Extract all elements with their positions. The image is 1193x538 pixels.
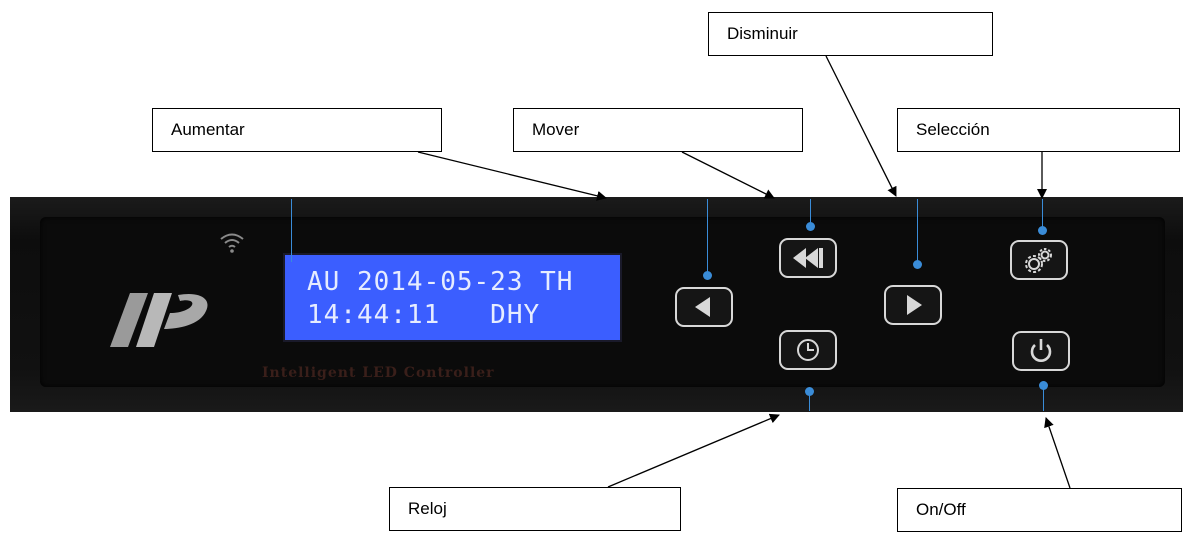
- leader-line-seleccion: [1042, 199, 1043, 230]
- label-reloj: Reloj: [389, 487, 681, 531]
- triangle-right-icon: [907, 295, 922, 315]
- arrow-aumentar: [417, 151, 607, 201]
- label-disminuir: Disminuir: [708, 12, 993, 56]
- arrow-mover: [681, 151, 775, 199]
- leader-dot-left: [703, 271, 712, 280]
- wifi-icon: [220, 233, 244, 253]
- leader-line-disminuir: [917, 199, 918, 263]
- label-seleccion: Selección: [897, 108, 1180, 152]
- triangle-left-icon: [695, 297, 710, 317]
- label-onoff: On/Off: [897, 488, 1182, 532]
- lcd-display: AU 2014-05-23 TH 14:44:11 DHY: [285, 255, 620, 340]
- label-mover: Mover: [513, 108, 803, 152]
- lcd-line-2: 14:44:11 DHY: [307, 300, 541, 330]
- leader-line-reloj: [809, 393, 810, 411]
- lcd-line-1: AU 2014-05-23 TH: [307, 267, 574, 297]
- leader-dot-seleccion: [1038, 226, 1047, 235]
- clock-icon: [797, 339, 819, 361]
- leader-dot-reloj: [805, 387, 814, 396]
- arrow-reloj: [607, 413, 780, 488]
- leader-dot-onoff: [1039, 381, 1048, 390]
- label-aumentar: Aumentar: [152, 108, 442, 152]
- leader-line-aumentar: [291, 199, 292, 262]
- gears-icon: [1025, 248, 1052, 273]
- leader-dot-mover: [806, 222, 815, 231]
- settings-button[interactable]: [1010, 240, 1068, 280]
- right-button[interactable]: [884, 285, 942, 325]
- brand-text: Intelligent LED Controller: [262, 365, 495, 381]
- leader-line-onoff: [1043, 387, 1044, 411]
- leader-line-left: [707, 199, 708, 275]
- power-icon: [1030, 339, 1052, 362]
- leader-line-mover: [810, 199, 811, 226]
- left-button[interactable]: [675, 287, 733, 327]
- logo-icon: [110, 293, 208, 347]
- leader-dot-disminuir: [913, 260, 922, 269]
- clock-button[interactable]: [779, 330, 837, 370]
- rewind-button[interactable]: [779, 238, 837, 278]
- rewind-icon: [793, 248, 823, 268]
- power-button[interactable]: [1012, 331, 1070, 371]
- arrow-disminuir: [825, 55, 897, 197]
- arrow-onoff: [1044, 417, 1071, 489]
